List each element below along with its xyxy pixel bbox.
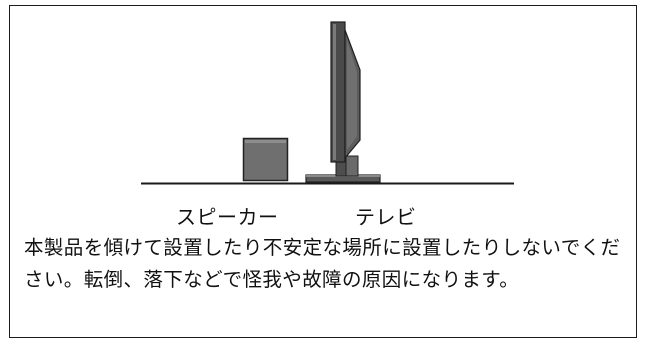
tv-label: テレビ — [355, 205, 417, 229]
tv-icon — [305, 21, 381, 183]
placement-illustration — [141, 21, 514, 185]
caution-text: 本製品を傾けて設置したり不安定な場所に設置したりしないでください。転倒、落下など… — [24, 236, 621, 291]
speaker-label: スピーカー — [176, 205, 279, 229]
caution-box — [9, 5, 637, 338]
speaker-icon — [242, 137, 289, 182]
